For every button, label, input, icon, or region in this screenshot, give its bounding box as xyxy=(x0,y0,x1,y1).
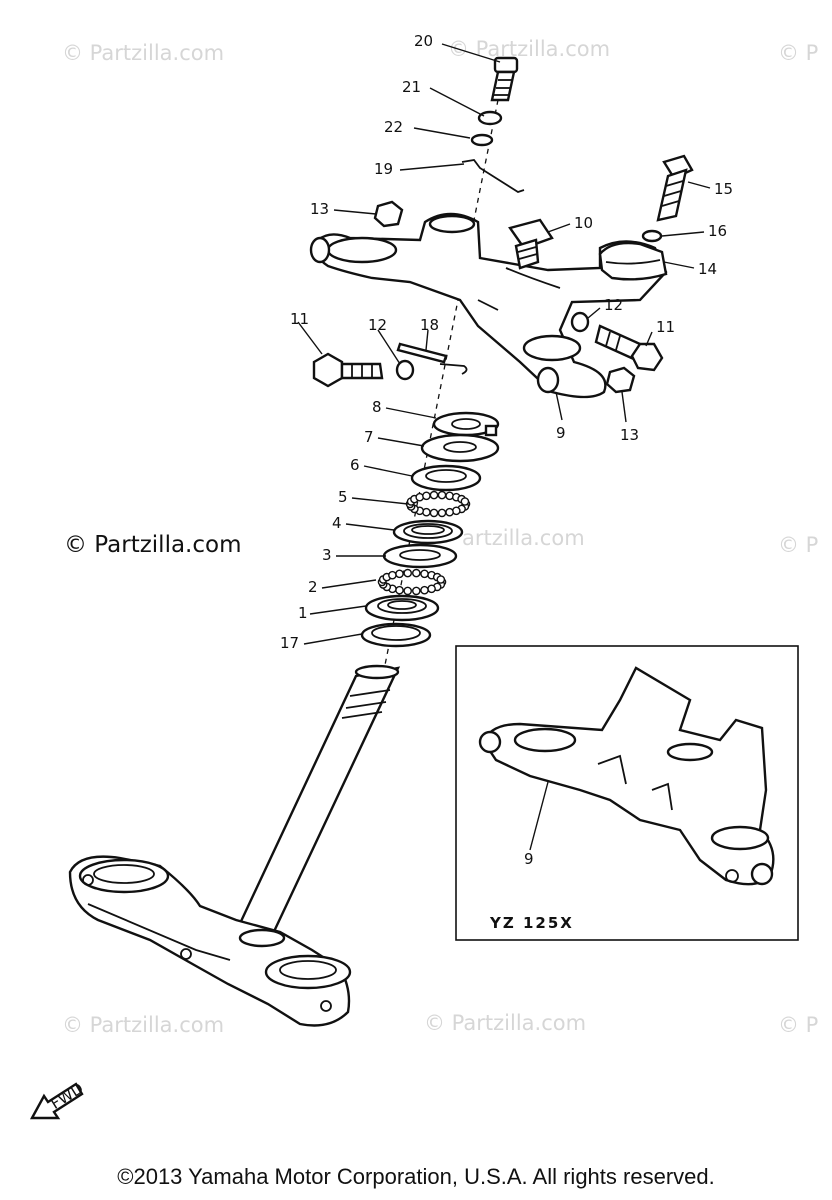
part-3-race xyxy=(382,543,458,569)
callout-4: 4 xyxy=(332,514,342,532)
callout-13: 13 xyxy=(310,200,329,218)
part-1-race xyxy=(364,594,440,622)
callout-21: 21 xyxy=(402,78,421,96)
part-10-bolt xyxy=(508,218,554,270)
callout-9: 9 xyxy=(556,424,566,442)
ball-bearing xyxy=(445,491,454,501)
ball-bearing xyxy=(395,585,404,595)
part-12-washer xyxy=(570,311,590,333)
inset-yz125x: YZ 125X xyxy=(455,645,799,941)
ball-bearing xyxy=(420,585,429,595)
part-12-washer xyxy=(395,359,415,381)
callout-17: 17 xyxy=(280,634,299,652)
part-16-washer xyxy=(641,229,663,243)
part-15-bolt xyxy=(656,154,694,222)
ball-bearing xyxy=(460,497,470,506)
ball-bearing xyxy=(427,584,436,594)
callout-5: 5 xyxy=(338,488,348,506)
callout-14: 14 xyxy=(698,260,717,278)
watermark: © Partzilla.com xyxy=(448,37,610,61)
callout-12: 12 xyxy=(604,296,623,314)
ball-bearing xyxy=(415,492,425,502)
ball-bearing xyxy=(445,507,454,517)
inset-bracket xyxy=(482,666,775,886)
part-21-washer xyxy=(477,110,503,126)
part-6-race xyxy=(410,464,482,492)
part-13-nut xyxy=(373,200,404,228)
part-4-race xyxy=(392,519,464,545)
callout-22: 22 xyxy=(384,118,403,136)
callout-20: 20 xyxy=(414,32,433,50)
part-17-seal xyxy=(360,622,432,648)
part-11-bolt-right xyxy=(594,324,664,372)
callout-19: 19 xyxy=(374,160,393,178)
ball-bearing xyxy=(436,575,446,584)
watermark: © Partzilla.com xyxy=(62,41,224,65)
ball-bearing xyxy=(411,568,421,578)
part-13-nut xyxy=(605,366,636,394)
watermark-partial: artzilla.com xyxy=(462,526,585,550)
bearing-stack xyxy=(360,411,500,648)
ball-bearing xyxy=(420,569,429,579)
part-19-pin xyxy=(461,159,525,193)
callout-13: 13 xyxy=(620,426,639,444)
ball-bearing xyxy=(422,507,431,517)
ball-bearing xyxy=(422,491,431,501)
part-7-cover xyxy=(420,433,500,463)
ball-bearing xyxy=(403,568,413,578)
callout-12: 12 xyxy=(368,316,387,334)
part-11-bolt-left xyxy=(312,352,384,388)
watermark-partial: © P xyxy=(778,41,818,65)
part-20-bolt xyxy=(490,56,519,102)
copyright-notice: ©2013 Yamaha Motor Corporation, U.S.A. A… xyxy=(117,1164,715,1189)
watermarks: © Partzilla.com © Partzilla.com © P © Pa… xyxy=(62,37,818,1037)
callout-16: 16 xyxy=(708,222,727,240)
steering-parts-diagram: © Partzilla.com © Partzilla.com © P © Pa… xyxy=(29,32,818,1120)
ball-bearing xyxy=(437,490,447,500)
callout-1: 1 xyxy=(298,604,308,622)
ball-bearing xyxy=(429,508,439,518)
watermark: © Partzilla.com xyxy=(62,1013,224,1037)
callout-15: 15 xyxy=(714,180,733,198)
callout-11: 11 xyxy=(656,318,675,336)
steering-stem-under-bracket xyxy=(68,664,401,1027)
part-2-ball-bearings xyxy=(377,568,447,596)
fwd-label: FWD xyxy=(47,1079,86,1113)
callout-7: 7 xyxy=(364,428,374,446)
part-22-washer xyxy=(470,133,494,147)
inset-title: YZ 125X xyxy=(489,914,574,932)
part-8-nut xyxy=(432,411,500,437)
ball-bearing xyxy=(411,586,421,596)
callout-11: 11 xyxy=(290,310,309,328)
part-14-clamp xyxy=(598,241,668,281)
callout-3: 3 xyxy=(322,546,332,564)
watermark-partial: © P xyxy=(778,1013,818,1037)
leader-lines xyxy=(297,43,711,851)
callouts: 20 21 22 19 13 10 15 16 14 12 11 11 12 1… xyxy=(280,32,733,868)
watermark-partial: © P xyxy=(778,533,818,557)
callout-2: 2 xyxy=(308,578,318,596)
part-5-ball-bearings xyxy=(405,490,471,518)
callout-8: 8 xyxy=(372,398,382,416)
callout-10: 10 xyxy=(574,214,593,232)
ball-bearing xyxy=(403,586,413,596)
watermark: © Partzilla.com xyxy=(424,1011,586,1035)
inset-frame xyxy=(455,645,799,941)
callout-6: 6 xyxy=(350,456,360,474)
callout-18: 18 xyxy=(420,316,439,334)
ball-bearing xyxy=(437,508,447,518)
ball-bearing xyxy=(451,506,461,516)
watermark: © Partzilla.com xyxy=(64,532,242,558)
part-18-pin xyxy=(396,342,468,375)
ball-bearing xyxy=(429,490,439,500)
callout-9-inset: 9 xyxy=(524,850,534,868)
forward-arrow: FWD xyxy=(29,1079,87,1120)
ball-bearing xyxy=(395,569,404,579)
ball-bearing xyxy=(388,570,397,580)
part-9-upper-bracket xyxy=(309,212,668,399)
